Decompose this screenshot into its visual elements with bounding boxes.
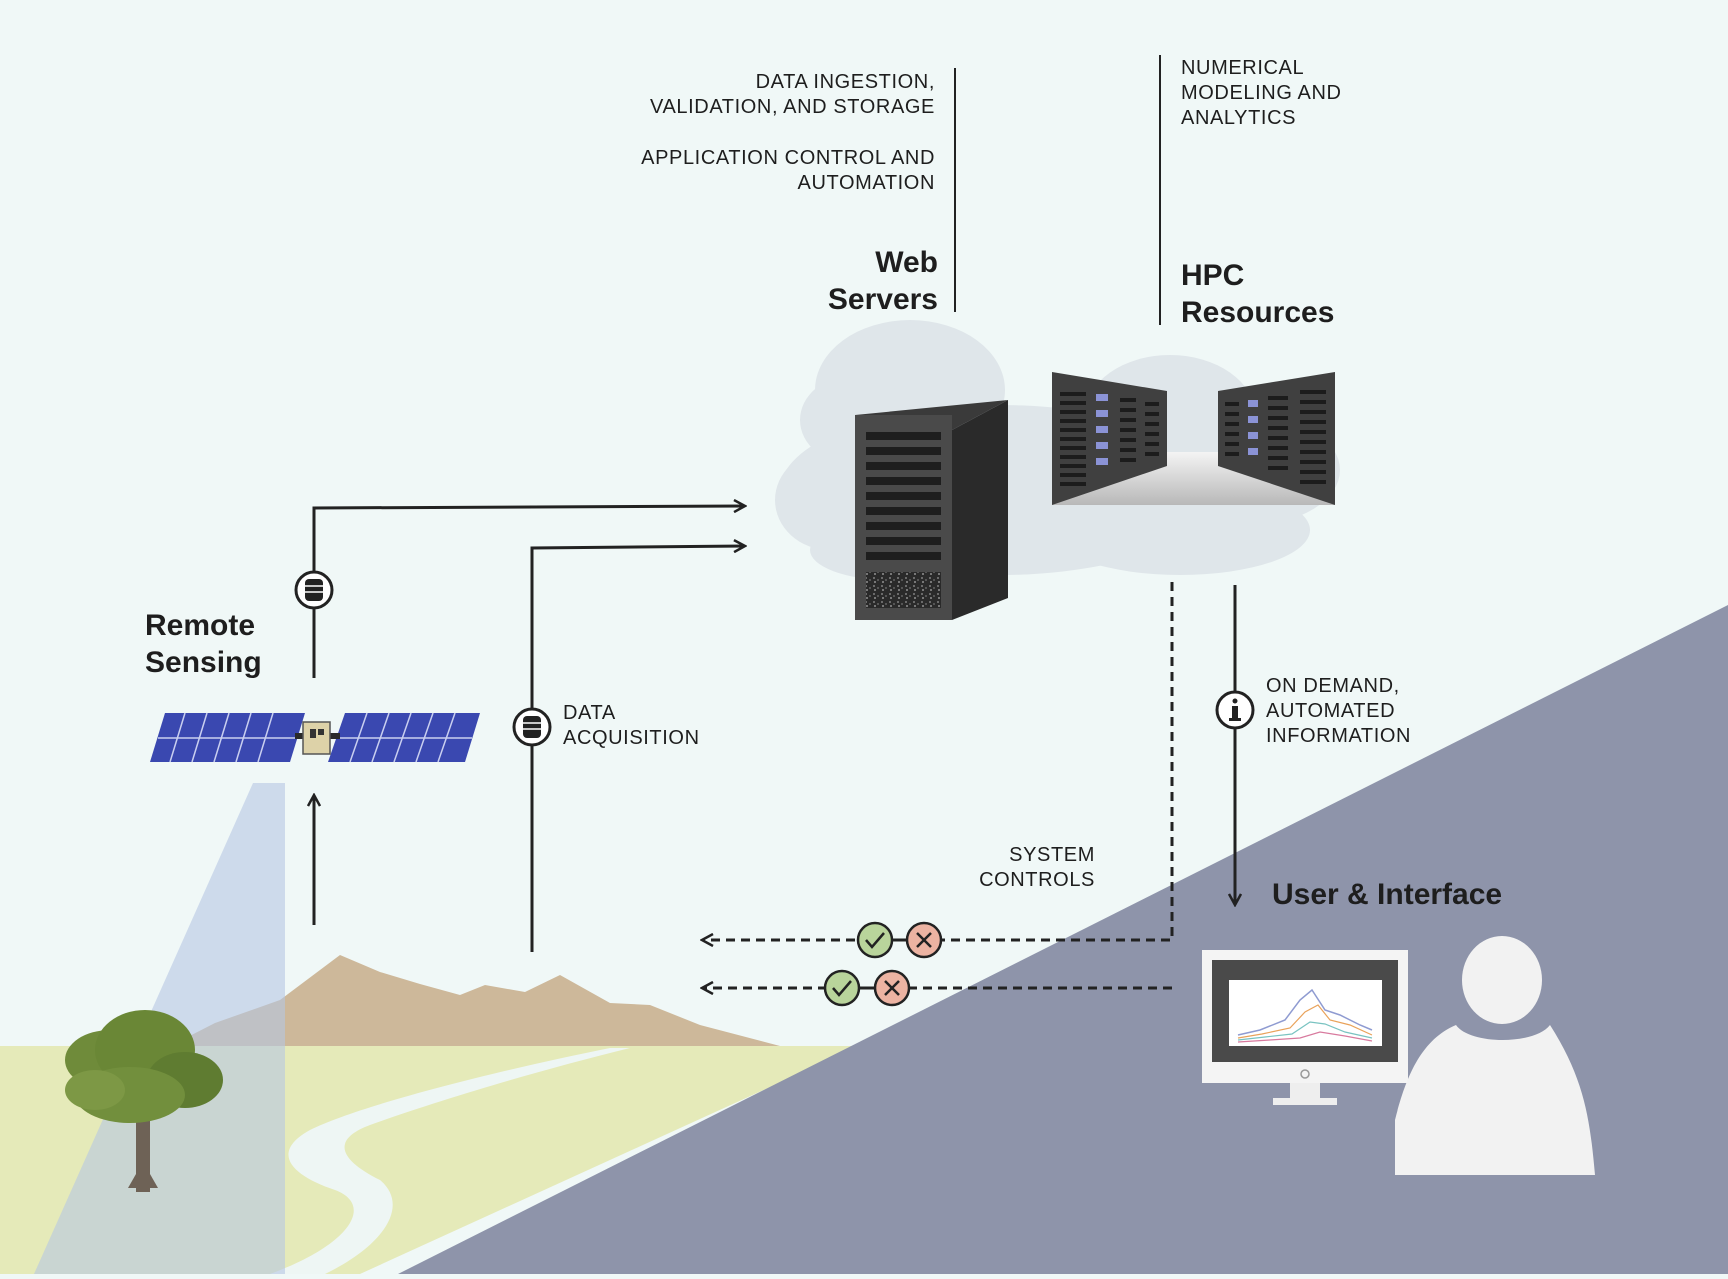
control-status-pair-2 [823, 969, 911, 1007]
info-flow-line: ON DEMAND, [1266, 675, 1400, 697]
hpc-note-line: NUMERICAL [1181, 57, 1305, 79]
remote-sensing-title-line: Sensing [145, 646, 262, 679]
arrow-satellite-to-servers [312, 506, 745, 678]
control-status-pair-1 [856, 921, 943, 959]
remote-sensing-title: Remote Sensing [145, 607, 345, 681]
river [270, 1048, 630, 1274]
system-controls-line: SYSTEM [1009, 844, 1095, 866]
tree [65, 1010, 223, 1192]
connectors [314, 506, 1235, 952]
mountains [170, 955, 780, 1046]
web-servers-notes-2: APPLICATION CONTROL AND AUTOMATION [560, 146, 935, 196]
check-icon [856, 921, 894, 959]
info-flow-label: ON DEMAND, AUTOMATED INFORMATION [1266, 674, 1496, 749]
web-servers-title-line: Web [875, 246, 938, 279]
check-icon [823, 969, 861, 1007]
info-icon [1215, 690, 1255, 730]
remote-sensing-title-line: Remote [145, 609, 256, 642]
hpc-note-line: MODELING AND [1181, 82, 1342, 104]
hpc-notes: NUMERICAL MODELING AND ANALYTICS [1181, 56, 1441, 131]
hpc-title-line: HPC [1181, 259, 1245, 292]
hpc-note-line: ANALYTICS [1181, 107, 1297, 129]
satellite [150, 712, 480, 763]
database-icon [512, 707, 552, 747]
system-controls-label: SYSTEM CONTROLS [920, 843, 1095, 893]
hpc-title-line: Resources [1181, 296, 1335, 329]
web-servers-note-line: VALIDATION, AND STORAGE [650, 96, 935, 118]
info-flow-line: AUTOMATED [1266, 700, 1396, 722]
monitor [1202, 950, 1408, 1105]
dashed-controls [702, 582, 1174, 988]
arrow-acquisition-to-servers [530, 546, 745, 952]
hpc-title: HPC Resources [1181, 257, 1441, 331]
user-interface-title: User & Interface [1272, 878, 1503, 911]
system-controls-line: CONTROLS [979, 869, 1095, 891]
web-servers-note-line: AUTOMATION [797, 172, 935, 194]
web-servers-note-line: APPLICATION CONTROL AND [641, 147, 935, 169]
web-server-tower [855, 400, 1008, 620]
data-acquisition-line: DATA [563, 702, 616, 724]
cross-icon [905, 921, 943, 959]
web-servers-notes-1: DATA INGESTION, VALIDATION, AND STORAGE [560, 70, 935, 120]
user-avatar [1395, 936, 1595, 1175]
web-servers-title-line: Servers [827, 283, 938, 316]
web-servers-title: Web Servers [700, 244, 938, 318]
data-acquisition-line: ACQUISITION [563, 727, 700, 749]
database-icon [294, 570, 334, 610]
web-servers-note-line: DATA INGESTION, [755, 71, 935, 93]
hpc-hall [1052, 372, 1335, 505]
data-acquisition-label: DATA ACQUISITION [563, 701, 763, 751]
info-flow-line: INFORMATION [1266, 725, 1412, 747]
cross-icon [873, 969, 911, 1007]
